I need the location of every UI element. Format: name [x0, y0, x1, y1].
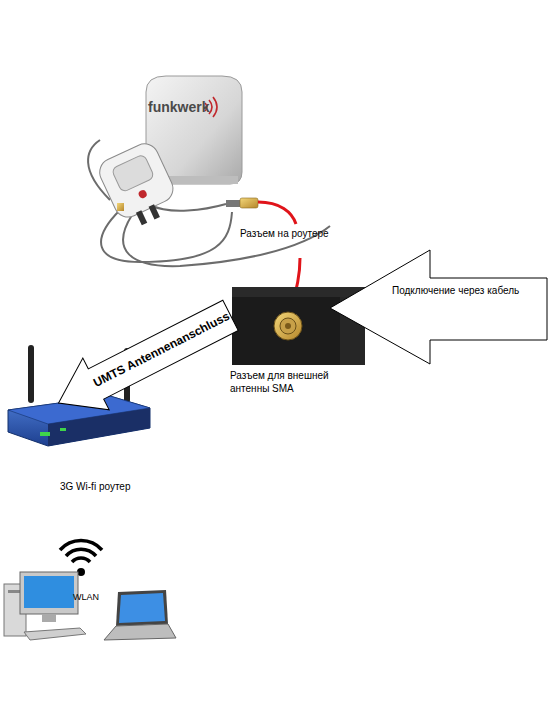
umts-modem — [95, 139, 182, 232]
arrow-text: Подключение через кабель — [392, 285, 544, 296]
arrow-callout: Подключение через кабель — [330, 250, 548, 365]
arrow-outline — [45, 290, 243, 429]
caption-text: Разъем для внешней антенны SMA — [230, 370, 370, 395]
wifi-symbol — [60, 541, 102, 576]
arrow-shape — [330, 250, 548, 365]
caption-text: 3G Wi-fi роутер — [60, 481, 180, 494]
sma-plug — [117, 203, 124, 211]
laptop — [104, 590, 176, 640]
arrow-text: UMTS Antennenanschluss — [91, 309, 233, 390]
caption-text: Разъем на роутере — [240, 228, 370, 241]
desktop-pc — [4, 572, 86, 640]
caption-text: WLAN — [73, 592, 123, 603]
arrow-outline — [330, 250, 547, 364]
grey-cables — [88, 140, 330, 266]
brand-logo: funkwerk — [148, 99, 208, 117]
red-cable — [258, 202, 296, 224]
sma-cable-connector — [226, 198, 258, 208]
